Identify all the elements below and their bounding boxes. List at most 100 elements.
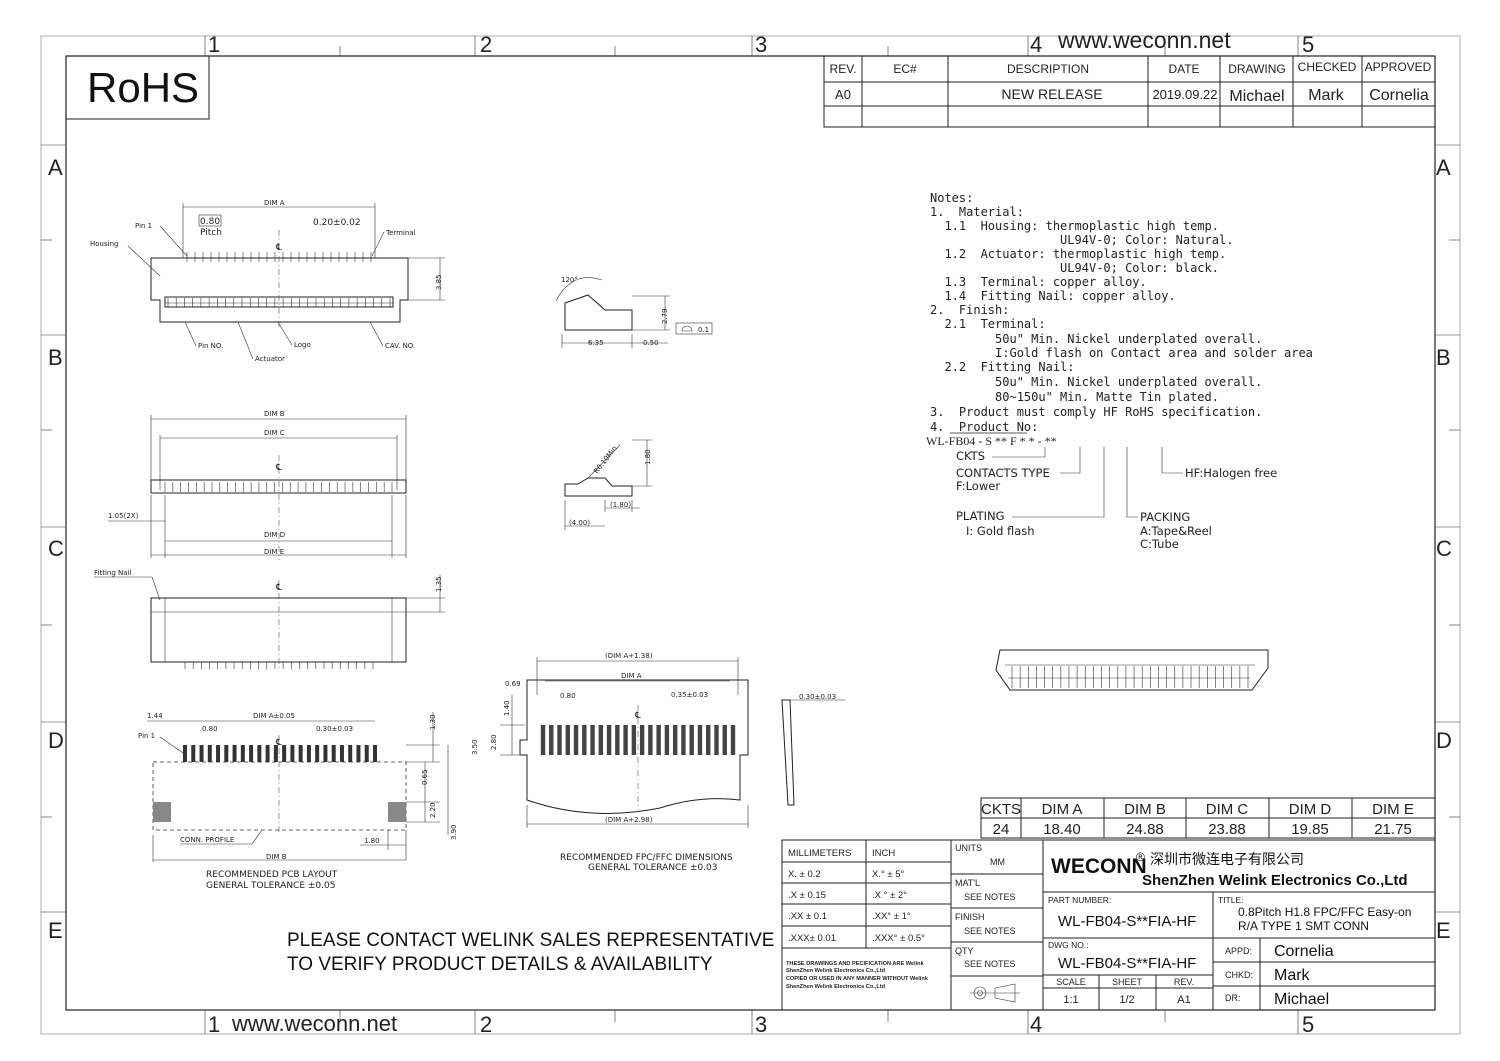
dim-table-a: 18.40 <box>1043 821 1081 838</box>
fpc-finger <box>689 725 694 755</box>
centerline-symbol-5: ℄ <box>634 711 641 721</box>
brand-registered: ® <box>1136 850 1145 864</box>
pcb-pad <box>273 745 278 762</box>
fpc-finger <box>582 725 587 755</box>
fpc-finger <box>722 725 727 755</box>
note-line: UL94V-0; Color: black. <box>930 261 1219 275</box>
tol-mm-3: .XXX± 0.01 <box>788 933 836 944</box>
company-name-en: ShenZhen Welink Electronics Co.,Ltd <box>1142 872 1408 889</box>
conn-profile-label: CONN. PROFILE <box>180 836 234 844</box>
pcb-3-90: 3.90 <box>450 824 458 840</box>
appd-label: APPD: <box>1225 946 1252 956</box>
title-block: MILLIMETERS INCH X. ± 0.2 X.° ± 5° .X ± … <box>781 839 1436 1011</box>
dr-value: Michael <box>1274 991 1329 1008</box>
col-label-4: 4 <box>1030 32 1042 57</box>
rev-header-date: DATE <box>1168 62 1199 76</box>
rev-label: REV. <box>1174 977 1194 987</box>
legend-packing-c: C:Tube <box>1140 537 1179 551</box>
rev-value: A1 <box>1177 994 1190 1006</box>
grid-ticks <box>41 36 1460 1034</box>
legend-hf: HF:Halogen free <box>1185 466 1277 480</box>
fpc-finger <box>598 725 604 755</box>
pcb-0-65: 0.65 <box>421 769 429 785</box>
company-name-cn: 深圳市微连电子有限公司 <box>1150 851 1304 868</box>
row-label-c: C <box>48 536 64 561</box>
pcb-pad <box>339 745 344 762</box>
pcb-pad <box>216 745 221 762</box>
fpc-finger <box>664 725 670 755</box>
pcb-pad <box>257 745 262 762</box>
row-label-e-right: E <box>1436 918 1451 943</box>
col-label-1: 1 <box>208 32 220 57</box>
brand-logo: WECONN <box>1051 855 1147 878</box>
chkd-value: Mark <box>1274 967 1311 984</box>
pcb-pad <box>249 745 254 762</box>
fpc-title-1: RECOMMENDED FPC/FFC DIMENSIONS <box>560 853 733 863</box>
col-label-3-bottom: 3 <box>755 1012 767 1037</box>
fpc-finger <box>565 725 570 755</box>
rev-cell-rev: A0 <box>835 87 851 102</box>
rev-cell-description: NEW RELEASE <box>1001 86 1102 102</box>
pcb-2-20: 2.20 <box>429 802 437 818</box>
revision-table: REV. EC# DESCRIPTION DATE DRAWING CHECKE… <box>823 55 1436 128</box>
legend-packing-a: A:Tape&Reel <box>1140 524 1212 538</box>
part-number-label: PART NUMBER: <box>1048 895 1111 905</box>
fpc-dim-a-298: (DIM A+2.98) <box>605 816 653 824</box>
fpc-finger <box>681 725 686 755</box>
sheet-label: SHEET <box>1112 977 1143 987</box>
row-label-d-right: D <box>1436 728 1452 753</box>
fpc-finger <box>540 725 546 755</box>
website-top: www.weconn.net <box>1057 27 1231 53</box>
inner-border <box>65 55 1436 1011</box>
tol-inch-2: .XX° ± 1° <box>872 911 911 922</box>
fpc-2-80: 2.80 <box>490 734 498 750</box>
matl-label: MAT'L <box>955 878 980 888</box>
title-label: TITLE: <box>1218 895 1244 905</box>
legend-plating-gold: I: Gold flash <box>966 524 1035 538</box>
rev-cell-date: 2019.09.22 <box>1152 87 1217 102</box>
dim-3-85: 3.85 <box>435 274 443 290</box>
rohs-box <box>65 55 210 120</box>
dim-e-label: DIM E <box>264 548 284 556</box>
appd-value: Cornelia <box>1274 943 1334 960</box>
col-label-5: 5 <box>1302 32 1314 57</box>
dim-c-label: DIM C <box>264 429 285 437</box>
fpc-finger <box>623 725 628 755</box>
pcb-1-44: 1.44 <box>147 712 163 720</box>
col-label-2-bottom: 2 <box>480 1012 492 1037</box>
tol-header-mm: MILLIMETERS <box>788 848 851 859</box>
pcb-pad <box>331 745 336 762</box>
tol-mm-1: .X ± 0.15 <box>788 890 826 901</box>
logo-label: Logo <box>294 341 311 349</box>
dim-b-label: DIM B <box>264 410 285 418</box>
dim-table-b: 24.88 <box>1126 821 1164 838</box>
fpc-0-35: 0.35±0.03 <box>671 691 708 699</box>
row-label-b-right: B <box>1436 345 1451 370</box>
legend-ckts: CKTS <box>956 449 985 463</box>
qty-label: QTY <box>955 946 974 956</box>
note-line: 1.3 Terminal: copper alloy. <box>930 275 1147 289</box>
col-label-4-bottom: 4 <box>1030 1012 1042 1037</box>
pcb-pad <box>183 745 187 762</box>
housing-label: Housing <box>90 240 118 248</box>
tol-mm-2: .XX ± 0.1 <box>788 911 827 922</box>
website-bottom: www.weconn.net <box>231 1011 397 1036</box>
note-line: 2.2 Fitting Nail: <box>930 360 1075 374</box>
disclaimer-3: ShenZhen Welink Electronics Co.,Ltd <box>786 984 886 990</box>
tol-inch-1: .X ° ± 2° <box>872 890 907 901</box>
col-label-5-bottom: 5 <box>1302 1012 1314 1037</box>
fpc-dim-a: DIM A <box>621 672 642 680</box>
title-line-1: 0.8Pitch H1.8 FPC/FFC Easy-on <box>1238 905 1411 919</box>
fpc-finger <box>557 725 562 755</box>
dim-table-header-e: DIM E <box>1372 801 1414 818</box>
disclaimer-1: ShenZhen Welink Electronics Co.,Ltd <box>786 968 886 974</box>
dim-a-label: DIM A <box>264 199 285 207</box>
dim-d-label: DIM D <box>264 531 285 539</box>
top-view: ℄ DIM A Pin 1 0.80 Pitch 0.20±0.02 Termi… <box>90 199 445 363</box>
col-label-2: 2 <box>480 32 492 57</box>
radius-0-10: R0.10Min <box>592 444 619 475</box>
terminal-tolerance: 0.20±0.02 <box>313 218 361 228</box>
note-line: 50u" Min. Nickel underplated overall. <box>930 375 1262 389</box>
pcb-pad <box>199 745 204 762</box>
